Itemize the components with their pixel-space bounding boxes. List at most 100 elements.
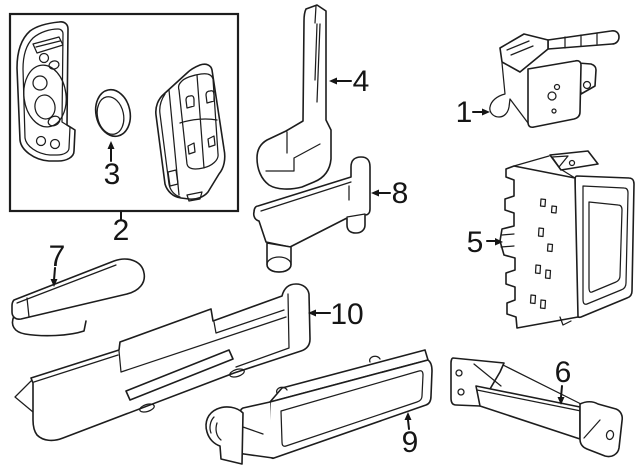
callouts: 1 2 3 4 5 6 7 (49, 65, 572, 459)
fob-front-button-icons (167, 90, 216, 202)
antenna-6-plate (450, 357, 505, 407)
fob-back-cavity-small-oval (47, 115, 61, 127)
callout-8-label: 8 (392, 177, 409, 210)
fob-back-bottom-hole-right (49, 138, 61, 150)
part-9-antenna-drawing (205, 349, 433, 465)
antenna-6-end-hole (605, 429, 615, 441)
bracket-8-foot-rim (266, 256, 292, 273)
antenna-9-plug-arcs (209, 416, 222, 441)
antenna-9-inset-panel (280, 370, 424, 447)
module-1-body (527, 59, 582, 129)
module-5-panel-inset-1 (582, 185, 629, 305)
callout-3-label: 3 (104, 158, 121, 191)
part-3-battery-drawing (94, 88, 132, 138)
battery-outer (94, 88, 132, 138)
fob-back-bottom-hole-left (35, 135, 47, 147)
module-1-rail (547, 30, 620, 50)
module-5-foot (559, 316, 572, 326)
fob-back-cavity-circle (32, 75, 48, 91)
bracket-10-opening (125, 349, 234, 401)
callout-7-arrow-head (50, 279, 58, 287)
part-10-bracket-drawing (14, 283, 311, 442)
part-5-module-drawing (499, 150, 635, 329)
callout-7-label: 7 (49, 240, 66, 273)
callout-6-arrow-line (560, 385, 563, 398)
callout-2: 2 (113, 211, 129, 247)
module-1-body-hole-small (553, 83, 561, 91)
part-7-antenna-drawing (11, 258, 146, 337)
antenna-9-screw-notches (276, 355, 381, 394)
antenna-7-body (11, 258, 146, 320)
callout-4: 4 (329, 65, 369, 98)
callout-5-label: 5 (467, 226, 484, 259)
part-4-key-blade-drawing (256, 4, 332, 190)
callout-9-label: 9 (402, 426, 419, 459)
callout-7-arrow-line (53, 267, 56, 281)
callout-4-arrow-head (329, 77, 337, 85)
bracket-10-hole-left (139, 403, 155, 413)
callout-6: 6 (555, 356, 572, 405)
module-5-top-edges (513, 155, 576, 179)
part-1-module-drawing (489, 30, 620, 129)
module-5-front-face (499, 165, 579, 329)
antenna-6-plate-hole-top (455, 369, 463, 377)
part-6-antenna-drawing (450, 357, 624, 458)
fob-front-button-dividers (179, 74, 218, 169)
module-5-top-tab (549, 150, 599, 171)
antenna-7-details (16, 264, 117, 318)
battery-inner (96, 96, 125, 135)
part-8-bracket-drawing (252, 156, 371, 273)
module-1-flange-hole (582, 80, 592, 90)
antenna-6-bar (475, 385, 581, 440)
antenna-9-end-line (242, 426, 264, 435)
callout-9-arrow-head (404, 412, 412, 420)
callout-4-label: 4 (353, 65, 370, 98)
callout-6-arrow-head (557, 397, 565, 405)
fob-back-detail-circle (38, 52, 50, 64)
callout-1: 1 (456, 96, 490, 129)
bracket-10-outline (30, 283, 311, 442)
module-5-connector-lines (500, 233, 515, 248)
callout-3: 3 (104, 141, 121, 191)
module-1-rail-ticks (564, 32, 598, 49)
bracket-8-details (260, 181, 366, 218)
module-5-panel-inset-2 (588, 201, 623, 293)
callout-10: 10 (308, 298, 364, 331)
fob-back-shell-drawing (16, 21, 76, 162)
callout-1-label: 1 (456, 96, 473, 129)
bracket-10-details (33, 293, 290, 383)
callout-9-arrow-line (407, 419, 410, 430)
antenna-6-plate-hole-bottom (457, 388, 465, 396)
antenna-6-end-line (583, 419, 601, 439)
callout-9: 9 (402, 412, 419, 459)
module-1-left-tab (489, 62, 529, 124)
key-blade-details (265, 5, 321, 172)
bracket-8-body (252, 156, 371, 248)
module-1-top-plate (499, 33, 549, 73)
fob-front-drawing (155, 63, 226, 202)
antenna-6-end-block (579, 400, 624, 458)
callout-8: 8 (371, 177, 408, 210)
module-5-top-hole (568, 159, 576, 167)
callout-7: 7 (49, 240, 66, 287)
bracket-10-hole-right (229, 368, 245, 378)
antenna-6-bar-lines (473, 363, 584, 412)
module-1-right-flange (577, 62, 597, 95)
fob-back-cavity-oval (34, 94, 56, 120)
callout-3-arrow-head (107, 141, 115, 149)
fob-front-button-panel (177, 73, 219, 170)
callout-1-arrow-head (482, 108, 490, 116)
callout-5-arrow-head (495, 238, 503, 246)
module-5-top-triangle (551, 155, 569, 168)
callout-5: 5 (467, 226, 503, 259)
fob-back-key-slot (32, 36, 64, 54)
module-1-body-hole-large (547, 91, 557, 101)
module-5-side-panel (574, 175, 635, 319)
callout-6-label: 6 (555, 356, 572, 389)
module-1-body-hole-tiny (551, 108, 557, 114)
antenna-7-flap (11, 315, 87, 337)
callout-10-arrow-head (308, 309, 316, 317)
fob-back-cavity (23, 64, 67, 128)
